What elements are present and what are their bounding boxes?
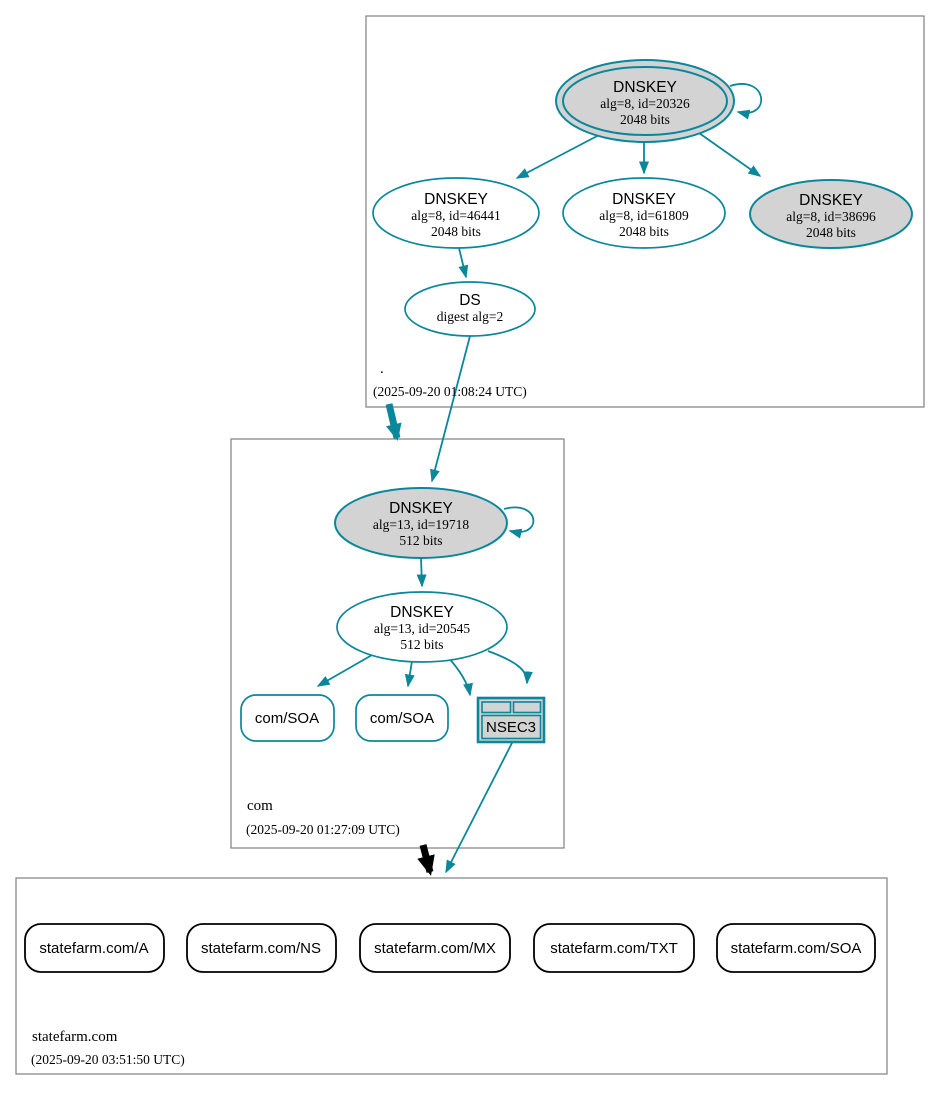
com-soa-1-rect <box>240 694 335 742</box>
dnskey-46441-detail1: alg=8, id=46441 <box>411 208 500 223</box>
dnskey-20326-detail1: alg=8, id=20326 <box>600 96 690 111</box>
edge-selfsign-ksk20326 <box>729 83 763 120</box>
node-ds[interactable]: DS digest alg=2 <box>404 281 536 337</box>
ds-ellipse <box>404 281 536 337</box>
node-dnskey-46441[interactable]: DNSKEY alg=8, id=46441 2048 bits <box>372 177 540 249</box>
zone-label-root: . <box>380 361 384 377</box>
node-statefarm-txt[interactable]: statefarm.com/TXT <box>533 923 695 973</box>
dnskey-20326-detail2: 2048 bits <box>620 112 670 127</box>
dnskey-20326-ellipse-inner <box>562 66 728 136</box>
statefarm-ns-rect <box>186 923 337 973</box>
edge-zsk20545-soa1 <box>316 654 373 687</box>
edge-delegation-root-com <box>385 403 402 441</box>
node-statefarm-soa[interactable]: statefarm.com/SOA <box>716 923 876 973</box>
dnskey-20326-title: DNSKEY <box>613 79 677 96</box>
dnskey-46441-ellipse <box>372 177 540 249</box>
zone-timestamp-statefarm: (2025-09-20 03:51:50 UTC) <box>31 1052 185 1067</box>
dnskey-46441-title: DNSKEY <box>424 191 488 208</box>
dnskey-38696-detail2: 2048 bits <box>806 225 856 240</box>
statefarm-a-label: statefarm.com/A <box>39 940 148 957</box>
statefarm-ns-label: statefarm.com/NS <box>201 940 321 957</box>
node-com-soa-2[interactable]: com/SOA <box>355 694 449 742</box>
edge-ksk19718-zsk20545 <box>416 557 427 588</box>
dnskey-38696-detail1: alg=8, id=38696 <box>786 209 876 224</box>
ds-detail1: digest alg=2 <box>437 309 503 324</box>
edge-ds-ksk19718 <box>430 335 471 483</box>
com-soa-2-label: com/SOA <box>370 710 434 727</box>
edge-key46441-ds <box>458 247 469 279</box>
dnskey-61809-title: DNSKEY <box>612 191 676 208</box>
edge-selfsign-ksk19718 <box>503 506 535 539</box>
node-nsec3[interactable]: NSEC3 <box>476 696 546 744</box>
com-soa-1-label: com/SOA <box>255 710 319 727</box>
statefarm-txt-label: statefarm.com/TXT <box>550 940 678 957</box>
edge-zsk20545-nsec3-right <box>487 650 533 685</box>
zone-label-statefarm: statefarm.com <box>32 1029 118 1045</box>
statefarm-mx-label: statefarm.com/MX <box>374 940 496 957</box>
zone-label-com: com <box>247 798 273 814</box>
dnskey-20326-ellipse-outer <box>555 59 735 143</box>
dnskey-20545-detail1: alg=13, id=20545 <box>374 621 470 636</box>
zone-box-statefarm <box>15 877 888 1075</box>
dnskey-20545-ellipse <box>336 591 508 663</box>
node-dnskey-38696[interactable]: DNSKEY alg=8, id=38696 2048 bits <box>749 179 913 249</box>
nsec3-cell-top-left <box>481 701 512 714</box>
statefarm-mx-rect <box>359 923 511 973</box>
dnskey-61809-detail2: 2048 bits <box>619 224 669 239</box>
statefarm-a-rect <box>24 923 165 973</box>
statefarm-soa-rect <box>716 923 876 973</box>
edge-ksk20326-key46441 <box>515 133 602 179</box>
dnskey-19718-detail2: 512 bits <box>399 533 442 548</box>
ds-title: DS <box>459 292 481 309</box>
node-dnskey-20326[interactable]: DNSKEY alg=8, id=20326 2048 bits <box>555 59 735 143</box>
node-statefarm-a[interactable]: statefarm.com/A <box>24 923 165 973</box>
dnskey-61809-ellipse <box>562 177 726 249</box>
node-statefarm-mx[interactable]: statefarm.com/MX <box>359 923 511 973</box>
dnskey-38696-title: DNSKEY <box>799 192 863 209</box>
edge-zsk20545-soa2 <box>404 660 415 688</box>
dnskey-19718-title: DNSKEY <box>389 500 453 517</box>
edge-delegation-com-statefarm <box>417 844 435 876</box>
node-statefarm-ns[interactable]: statefarm.com/NS <box>186 923 337 973</box>
nsec3-label: NSEC3 <box>486 719 536 736</box>
dnskey-20545-title: DNSKEY <box>390 604 454 621</box>
dnskey-38696-ellipse <box>749 179 913 249</box>
dnskey-19718-detail1: alg=13, id=19718 <box>373 517 469 532</box>
nsec3-cell-bottom <box>481 714 542 740</box>
dnskey-61809-detail1: alg=8, id=61809 <box>599 208 689 223</box>
dnskey-19718-ellipse <box>334 487 508 559</box>
node-dnskey-19718[interactable]: DNSKEY alg=13, id=19718 512 bits <box>334 487 508 559</box>
statefarm-txt-rect <box>533 923 695 973</box>
statefarm-soa-label: statefarm.com/SOA <box>731 940 862 957</box>
dnskey-46441-detail2: 2048 bits <box>431 224 481 239</box>
nsec3-cell-top-right <box>512 701 542 714</box>
edge-nsec3-statefarm <box>445 742 513 874</box>
dnskey-20545-detail2: 512 bits <box>400 637 443 652</box>
node-com-soa-1[interactable]: com/SOA <box>240 694 335 742</box>
edge-ksk20326-key38696 <box>698 132 762 177</box>
node-dnskey-20545[interactable]: DNSKEY alg=13, id=20545 512 bits <box>336 591 508 663</box>
com-soa-2-rect <box>355 694 449 742</box>
zone-timestamp-com: (2025-09-20 01:27:09 UTC) <box>246 822 400 837</box>
node-dnskey-61809[interactable]: DNSKEY alg=8, id=61809 2048 bits <box>562 177 726 249</box>
zone-timestamp-root: (2025-09-20 01:08:24 UTC) <box>373 384 527 399</box>
